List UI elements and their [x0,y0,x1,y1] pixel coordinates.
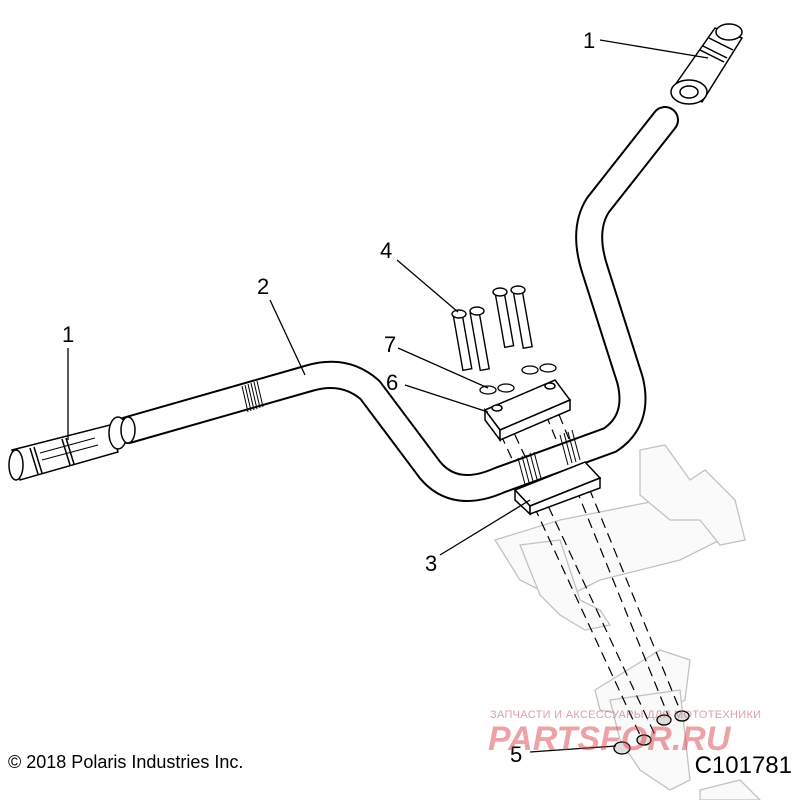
callout-handlebar: 2 [257,274,269,299]
washers [479,363,557,395]
knurl-center [517,429,581,489]
watermark-tagline: ЗАПЧАСТИ И АКСЕССУАРЫ ДЛЯ МОТОТЕХНИКИ [490,709,761,721]
callout-nut: 5 [510,742,522,767]
callout-upper-clamp: 6 [386,370,398,395]
callout-grip-left: 1 [62,322,74,347]
ghost-steering-mount [494,444,761,800]
clamp-bolts [451,285,533,372]
right-grip [670,23,744,105]
copyright-text: © 2018 Polaris Industries Inc. [8,752,244,772]
callout-lower-clamp: 3 [425,551,437,576]
nut [613,710,690,755]
callout-grip-right: 1 [583,28,595,53]
leader-lines [67,39,709,753]
handlebar-tube [114,106,679,502]
watermark-site: PARTSFOR.RU [488,720,732,758]
knurl-left [241,380,264,413]
callout-washers: 7 [384,332,396,357]
lower-clamp [513,461,602,516]
upper-clamp [483,379,572,443]
figure-id: C101781 [694,752,792,779]
left-grip [8,416,136,481]
callout-bolts: 4 [380,238,392,263]
